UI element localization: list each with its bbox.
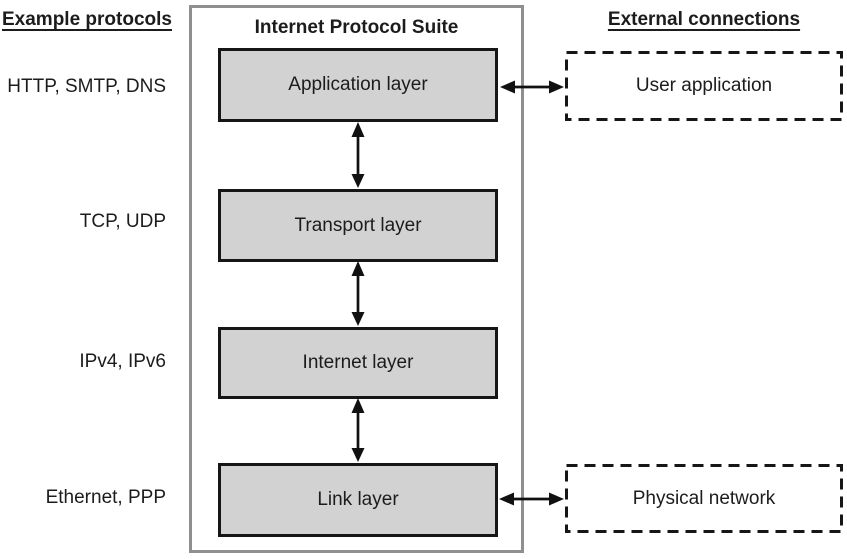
external-box-label: User application	[635, 75, 773, 96]
layer-box-application: Application layer	[218, 48, 498, 122]
protocol-label-transport: TCP, UDP	[79, 211, 166, 232]
layer-box-link: Link layer	[218, 463, 498, 537]
dashed-border	[565, 464, 843, 533]
external-box-user-application: User application	[565, 51, 843, 121]
layer-box-label: Transport layer	[294, 214, 422, 236]
layer-box-label: Link layer	[317, 489, 399, 510]
layer-box-transport: Transport layer	[218, 189, 498, 262]
layer-box-label: Application layer	[288, 74, 428, 95]
layer-box-internet: Internet layer	[218, 327, 498, 399]
layer-box-label: Internet layer	[302, 352, 414, 373]
external-box-label: Physical network	[632, 487, 776, 509]
protocol-label-link: Ethernet, PPP	[45, 487, 166, 508]
left-column-header: Example protocols	[2, 9, 172, 30]
protocol-label-application: HTTP, SMTP, DNS	[7, 76, 166, 97]
external-box-physical-network: Physical network	[565, 464, 843, 533]
dashed-border	[565, 51, 843, 121]
container-title: Internet Protocol Suite	[254, 17, 459, 38]
protocol-label-internet: IPv4, IPv6	[79, 351, 166, 372]
right-column-header: External connections	[607, 9, 801, 30]
